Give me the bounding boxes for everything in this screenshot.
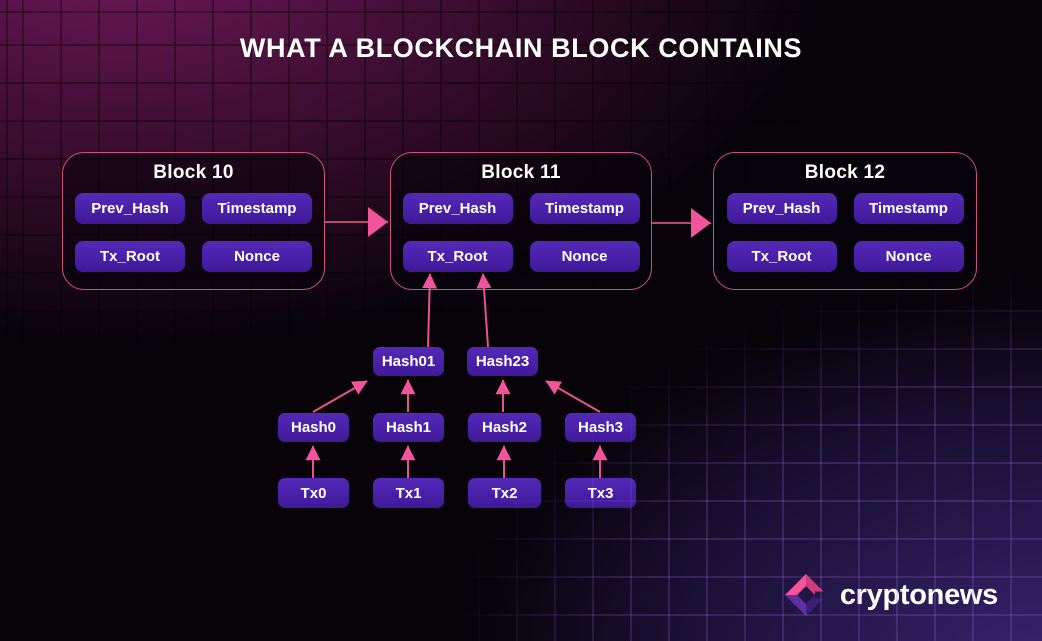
- field-tx-root: Tx_Root: [75, 241, 185, 272]
- block-10-fields: Prev_Hash Timestamp Tx_Root Nonce: [63, 193, 324, 272]
- node-tx1: Tx1: [373, 478, 444, 508]
- node-hash3: Hash3: [565, 413, 636, 442]
- block-10: Block 10 Prev_Hash Timestamp Tx_Root Non…: [62, 152, 325, 290]
- block-11-title: Block 11: [481, 162, 561, 183]
- node-tx3: Tx3: [565, 478, 636, 508]
- block-12-fields: Prev_Hash Timestamp Tx_Root Nonce: [714, 193, 976, 272]
- node-hash1: Hash1: [373, 413, 444, 442]
- block-12: Block 12 Prev_Hash Timestamp Tx_Root Non…: [713, 152, 977, 290]
- field-timestamp: Timestamp: [202, 193, 312, 224]
- node-hash23: Hash23: [467, 347, 538, 376]
- block-12-title: Block 12: [804, 162, 886, 183]
- block-10-title: Block 10: [153, 162, 234, 183]
- field-tx-root: Tx_Root: [402, 241, 513, 272]
- cryptonews-logo-icon: [784, 574, 827, 616]
- node-hash2: Hash2: [468, 413, 541, 442]
- edge-hash0-to-hash01: [312, 380, 368, 413]
- field-prev-hash: Prev_Hash: [726, 193, 837, 224]
- field-nonce: Nonce: [529, 241, 640, 272]
- node-tx0: Tx0: [278, 478, 349, 508]
- node-tx2: Tx2: [468, 478, 541, 508]
- edge-hash3-to-hash23: [545, 380, 601, 413]
- node-hash0: Hash0: [278, 413, 349, 442]
- cryptonews-logo: cryptonews: [782, 571, 998, 619]
- field-nonce: Nonce: [202, 241, 312, 272]
- field-timestamp: Timestamp: [853, 193, 964, 224]
- page-title: WHAT A BLOCKCHAIN BLOCK CONTAINS: [239, 33, 803, 63]
- field-prev-hash: Prev_Hash: [402, 193, 513, 224]
- field-tx-root: Tx_Root: [726, 241, 837, 272]
- field-timestamp: Timestamp: [529, 193, 640, 224]
- field-prev-hash: Prev_Hash: [75, 193, 185, 224]
- field-nonce: Nonce: [853, 241, 964, 272]
- node-hash01: Hash01: [373, 347, 444, 376]
- cryptonews-logo-text: cryptonews: [839, 578, 998, 611]
- block-11: Block 11 Prev_Hash Timestamp Tx_Root Non…: [390, 152, 652, 290]
- block-11-fields: Prev_Hash Timestamp Tx_Root Nonce: [391, 193, 651, 272]
